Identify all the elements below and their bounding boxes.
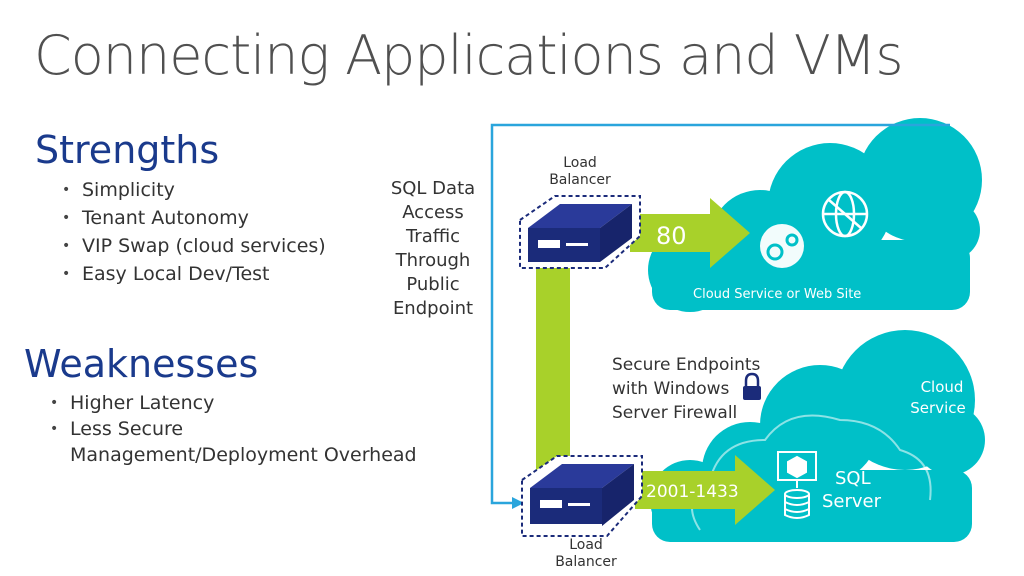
strength-item: Simplicity [60, 176, 326, 204]
sql-traffic-note: SQL Data Access Traffic Through Public E… [378, 177, 488, 321]
gears-icon [760, 224, 804, 268]
load-balancer-top [519, 195, 641, 269]
sql-server-label-line2: Server [822, 491, 882, 512]
lb-bottom-label-line: Load [569, 537, 603, 553]
connector-arrowhead [512, 497, 524, 509]
secure-note-line: Server Firewall [612, 403, 738, 423]
secure-note-line: Secure Endpoints [612, 355, 761, 375]
arrow-port-80 [630, 198, 750, 268]
weakness-item-line: Less Secure [70, 418, 184, 440]
cloud-service-label-line1: Cloud [921, 378, 964, 396]
sql-traffic-line: Public [406, 274, 460, 295]
load-balancer-bottom [521, 455, 643, 537]
weaknesses-heading: Weaknesses [24, 342, 259, 386]
cloud-top-label: Cloud Service or Web Site [693, 287, 861, 302]
sql-traffic-line: Endpoint [392, 298, 474, 319]
weakness-item: Higher Latency [48, 390, 417, 416]
port-80-label: 80 [656, 222, 687, 250]
slide-title: Connecting Applications and VMs [34, 24, 904, 87]
lb-top-label-line: Balancer [549, 172, 611, 188]
secure-note-line: with Windows [612, 379, 730, 399]
sql-server-icon [777, 451, 817, 519]
strength-item: Tenant Autonomy [60, 204, 326, 232]
port-2001-label: 2001-1433 [646, 482, 739, 502]
load-balancer-bottom-label: Load Balancer [546, 537, 626, 571]
load-balancer-top-label: Load Balancer [540, 155, 620, 189]
sql-traffic-line: Traffic [405, 226, 461, 247]
strengths-list: Simplicity Tenant Autonomy VIP Swap (clo… [60, 176, 326, 288]
secure-endpoints-note: Secure Endpoints with Windows Server Fir… [612, 353, 760, 425]
weakness-item-line: Management/Deployment Overhead [70, 444, 417, 466]
sql-traffic-line: Through [395, 250, 471, 271]
weaknesses-list: Higher Latency Less SecureManagement/Dep… [48, 390, 417, 468]
sql-traffic-line: Access [402, 202, 464, 223]
cloud-service-label-line2: Service [910, 399, 965, 417]
lb-bottom-label-line: Balancer [555, 554, 617, 570]
cloud-top [648, 118, 982, 312]
strength-item: VIP Swap (cloud services) [60, 232, 326, 260]
globe-icon [821, 190, 869, 238]
lb-top-label-line: Load [563, 155, 597, 171]
connector-line [490, 123, 950, 505]
sql-server-label-line1: SQL [835, 468, 871, 489]
strength-item: Easy Local Dev/Test [60, 260, 326, 288]
green-connector [536, 250, 570, 480]
lock-icon [743, 372, 761, 400]
strengths-heading: Strengths [35, 128, 220, 172]
sql-traffic-line: SQL Data [390, 178, 476, 199]
arrow-port-2001 [635, 455, 775, 525]
